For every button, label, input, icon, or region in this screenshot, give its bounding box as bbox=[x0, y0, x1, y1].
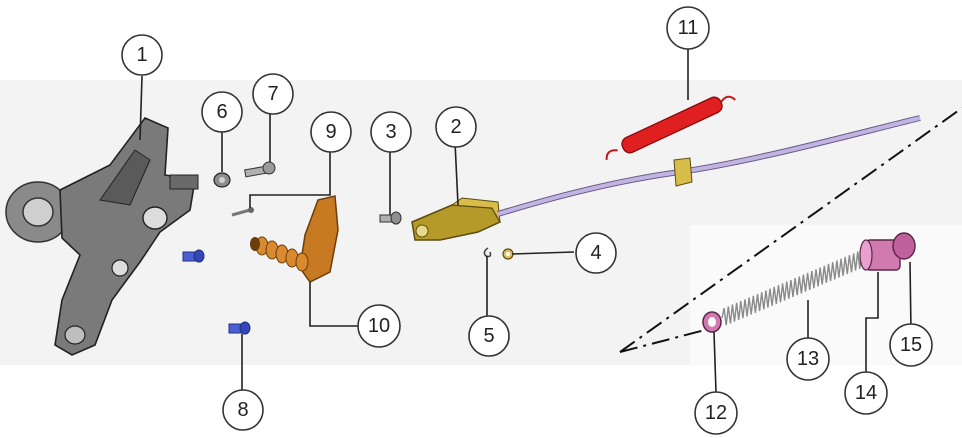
clip-part bbox=[483, 247, 492, 258]
callout-14: 14 bbox=[844, 371, 888, 415]
svg-text:4: 4 bbox=[590, 242, 601, 264]
compression-spring-part bbox=[721, 249, 865, 326]
bolt-part-7 bbox=[244, 161, 276, 178]
callout-3: 3 bbox=[370, 111, 412, 153]
cable-part bbox=[497, 115, 921, 217]
callout-leaders bbox=[139, 48, 912, 393]
svg-text:15: 15 bbox=[900, 334, 922, 356]
svg-text:3: 3 bbox=[385, 121, 396, 143]
svg-text:9: 9 bbox=[325, 121, 336, 143]
nut-part bbox=[213, 172, 231, 188]
svg-text:1: 1 bbox=[136, 44, 147, 66]
bracket-part bbox=[5, 117, 199, 356]
callout-1: 1 bbox=[121, 34, 163, 76]
red-spring-part bbox=[605, 95, 737, 160]
blue-bolt-lower bbox=[228, 321, 251, 335]
callout-2: 2 bbox=[435, 106, 477, 148]
blue-bolt-upper bbox=[182, 249, 205, 263]
svg-text:5: 5 bbox=[483, 325, 494, 347]
cap-part bbox=[892, 232, 916, 260]
callout-7: 7 bbox=[252, 73, 294, 115]
pin-part bbox=[231, 207, 254, 217]
callout-11: 11 bbox=[666, 6, 710, 50]
callout-8: 8 bbox=[222, 389, 264, 431]
svg-text:8: 8 bbox=[237, 399, 248, 421]
washer-part bbox=[502, 248, 514, 260]
ring-part bbox=[702, 311, 722, 333]
callout-12: 12 bbox=[694, 391, 738, 435]
detail-leader-lines bbox=[619, 107, 962, 353]
callout-6: 6 bbox=[201, 91, 243, 133]
bushing-part bbox=[859, 239, 901, 271]
callout-4: 4 bbox=[575, 232, 617, 274]
pedal-arm-part bbox=[250, 195, 339, 283]
callout-15: 15 bbox=[889, 323, 933, 367]
svg-text:12: 12 bbox=[705, 402, 727, 424]
callout-5: 5 bbox=[468, 315, 510, 357]
svg-text:11: 11 bbox=[678, 17, 699, 39]
svg-text:7: 7 bbox=[267, 83, 278, 105]
bolt-part-3 bbox=[379, 211, 402, 225]
svg-text:6: 6 bbox=[216, 101, 227, 123]
callout-13: 13 bbox=[786, 337, 830, 381]
callout-10: 10 bbox=[357, 304, 401, 348]
svg-text:14: 14 bbox=[855, 382, 877, 404]
svg-text:10: 10 bbox=[368, 315, 390, 337]
callout-9: 9 bbox=[310, 111, 352, 153]
svg-text:13: 13 bbox=[797, 348, 819, 370]
svg-text:2: 2 bbox=[450, 116, 461, 138]
